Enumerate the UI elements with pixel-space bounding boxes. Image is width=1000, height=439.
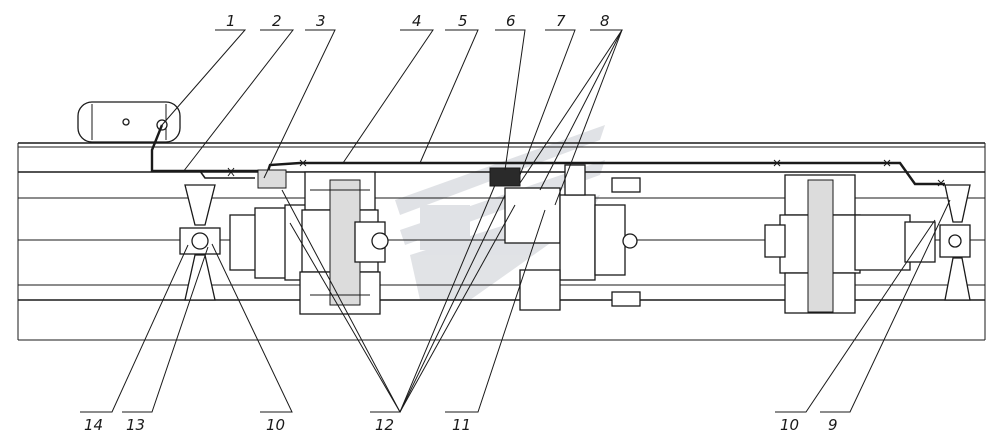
callout-5: 5 bbox=[458, 12, 468, 30]
callout-10-right: 10 bbox=[780, 416, 799, 434]
callout-1: 1 bbox=[226, 12, 236, 30]
callout-6: 6 bbox=[506, 12, 516, 30]
callout-7: 7 bbox=[556, 12, 566, 30]
callout-9: 9 bbox=[828, 416, 838, 434]
callouts-bottom: 14 13 10 12 11 10 9 bbox=[84, 416, 838, 434]
callout-10-left: 10 bbox=[266, 416, 285, 434]
left-axle-pack bbox=[299, 171, 389, 315]
leader-lines bbox=[80, 29, 951, 413]
center-valve-cluster bbox=[489, 164, 641, 311]
callout-12: 12 bbox=[375, 416, 394, 434]
callout-8: 8 bbox=[600, 12, 610, 30]
callout-3: 3 bbox=[316, 12, 326, 30]
callouts-top: 1 2 3 4 5 6 7 8 bbox=[226, 12, 610, 30]
callout-4: 4 bbox=[412, 12, 422, 30]
callout-14: 14 bbox=[84, 416, 103, 434]
left-brake-assembly bbox=[179, 169, 316, 301]
main-air-line bbox=[150, 124, 945, 187]
callout-11: 11 bbox=[452, 416, 471, 434]
callout-13: 13 bbox=[126, 416, 145, 434]
right-brake-assembly bbox=[939, 184, 971, 301]
callout-2: 2 bbox=[272, 12, 282, 30]
right-axle-pack bbox=[764, 174, 936, 314]
